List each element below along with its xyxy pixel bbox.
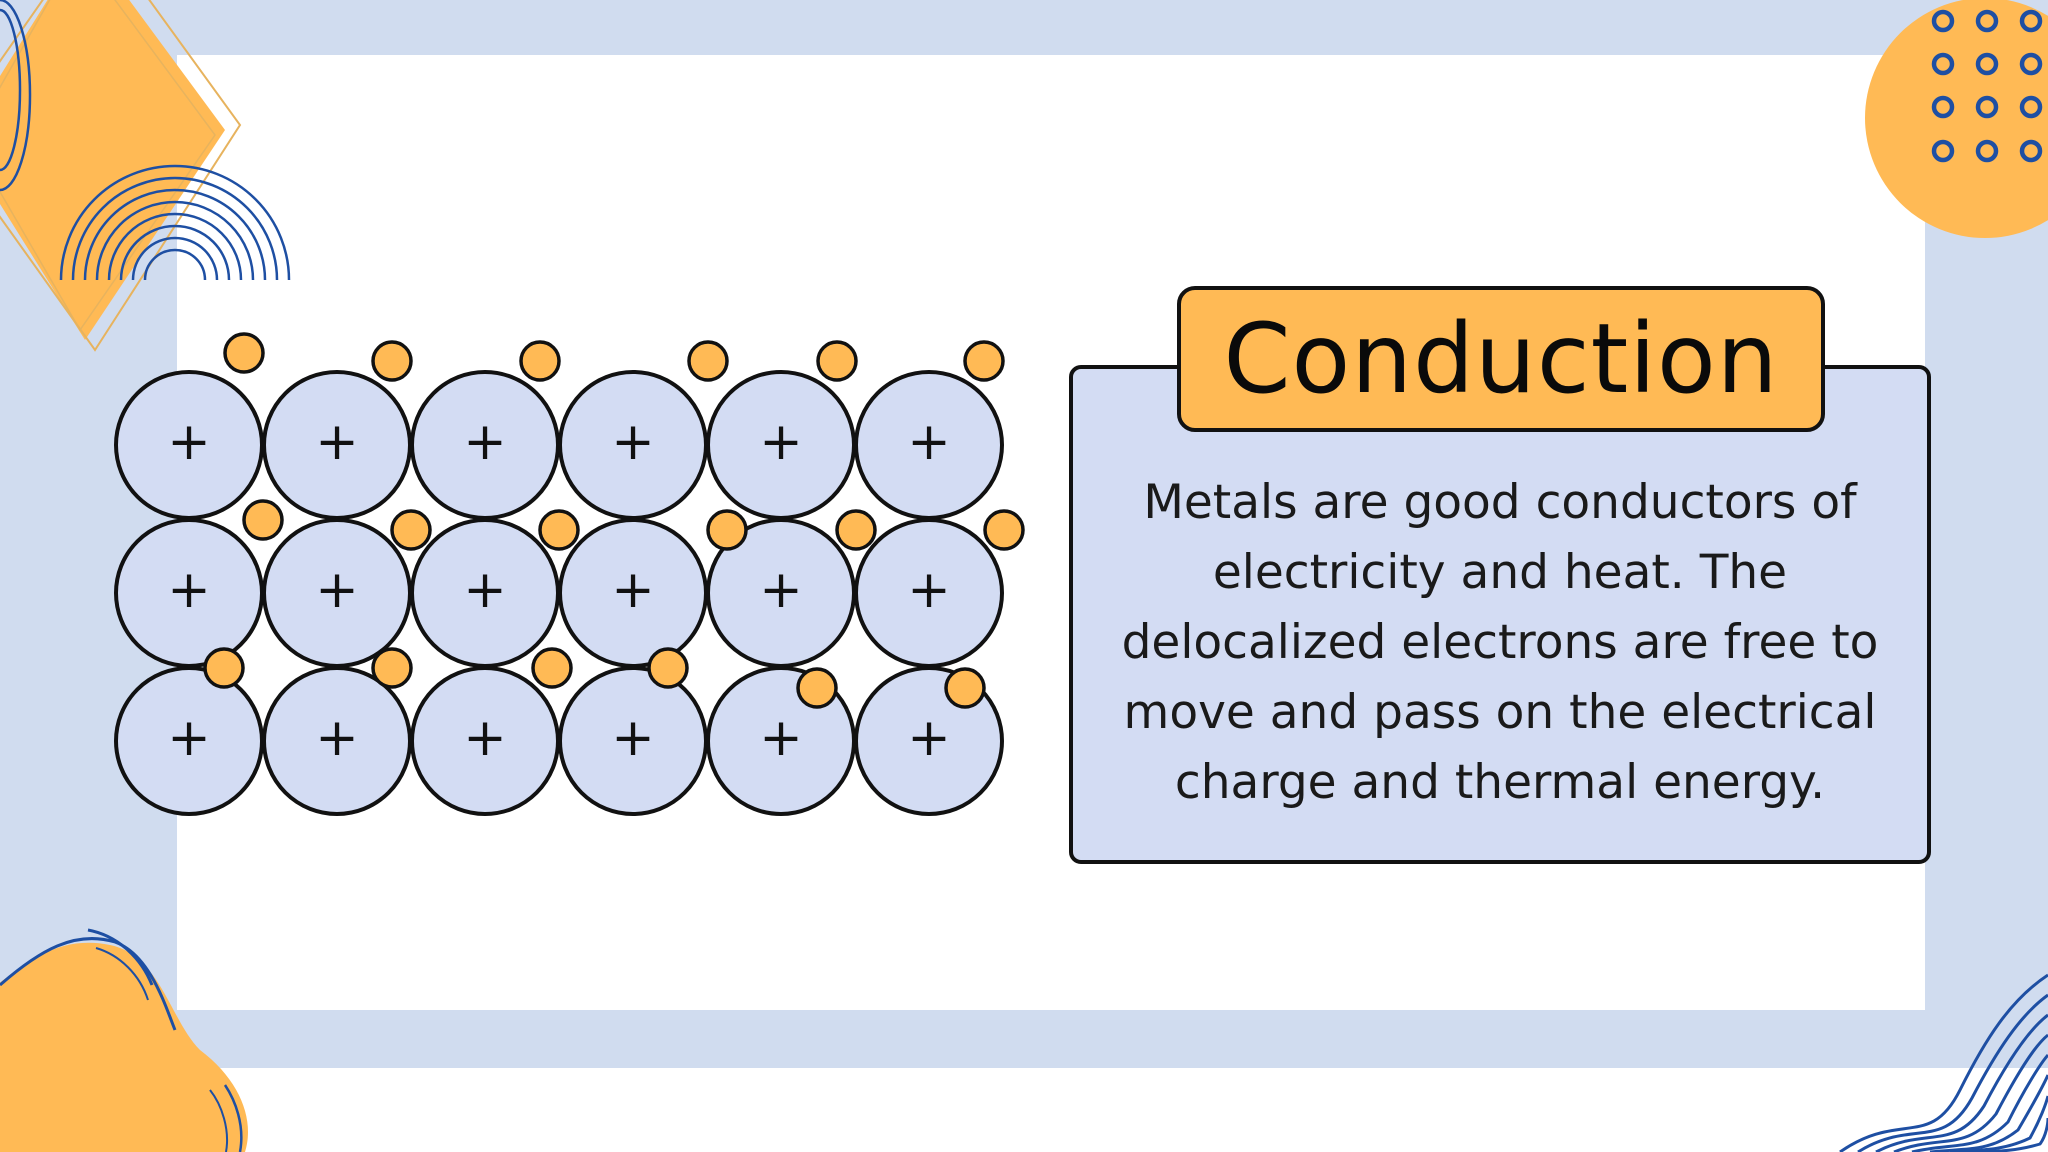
delocalized-electron xyxy=(647,647,689,689)
ion-charge-label: + xyxy=(907,412,951,472)
rainbow-arcs-decoration xyxy=(59,164,291,281)
ion-charge-label: + xyxy=(611,708,655,768)
ion-charge-label: + xyxy=(167,560,211,620)
ion-charge-label: + xyxy=(907,708,951,768)
delocalized-electron xyxy=(983,509,1025,551)
left-edge-arcs xyxy=(0,0,32,192)
delocalized-electron xyxy=(944,667,986,709)
delocalized-electron xyxy=(538,509,580,551)
frame-top-band xyxy=(0,0,2048,55)
delocalized-electron xyxy=(371,647,413,689)
delocalized-electron xyxy=(203,647,245,689)
diamond-decoration xyxy=(0,0,242,352)
delocalized-electron xyxy=(706,509,748,551)
ion-charge-label: + xyxy=(463,412,507,472)
delocalized-electron xyxy=(223,332,265,374)
title-tab: Conduction xyxy=(1177,286,1825,432)
delocalized-electron xyxy=(796,667,838,709)
ion-charge-label: + xyxy=(463,560,507,620)
slide-title: Conduction xyxy=(1223,303,1779,415)
ion-charge-label: + xyxy=(759,412,803,472)
ion-charge-label: + xyxy=(167,708,211,768)
ion-charge-label: + xyxy=(463,708,507,768)
delocalized-electron xyxy=(963,340,1005,382)
dot-grid-decoration xyxy=(1931,9,2043,163)
delocalized-electron xyxy=(531,647,573,689)
delocalized-electron xyxy=(242,499,284,541)
slide-body-text: Metals are good conductors of electricit… xyxy=(1121,475,1879,810)
ion-charge-label: + xyxy=(611,560,655,620)
frame-bottom-band xyxy=(0,1010,2048,1068)
ion-charge-label: + xyxy=(907,560,951,620)
ion-charge-label: + xyxy=(167,412,211,472)
delocalized-electron xyxy=(519,340,561,382)
delocalized-electron xyxy=(371,340,413,382)
blob-decoration xyxy=(0,928,248,1152)
delocalized-electron xyxy=(835,509,877,551)
description-box xyxy=(1069,365,1931,864)
ion-charge-label: + xyxy=(759,708,803,768)
ion-charge-label: + xyxy=(315,560,359,620)
ion-charge-label: + xyxy=(315,708,359,768)
orange-circle-decoration xyxy=(1865,0,2048,238)
ion-charge-label: + xyxy=(315,412,359,472)
delocalized-electron xyxy=(390,509,432,551)
ion-charge-label: + xyxy=(759,560,803,620)
delocalized-electron xyxy=(816,340,858,382)
ion-charge-label: + xyxy=(611,412,655,472)
wave-lines-decoration xyxy=(1839,973,2048,1152)
delocalized-electron xyxy=(687,340,729,382)
